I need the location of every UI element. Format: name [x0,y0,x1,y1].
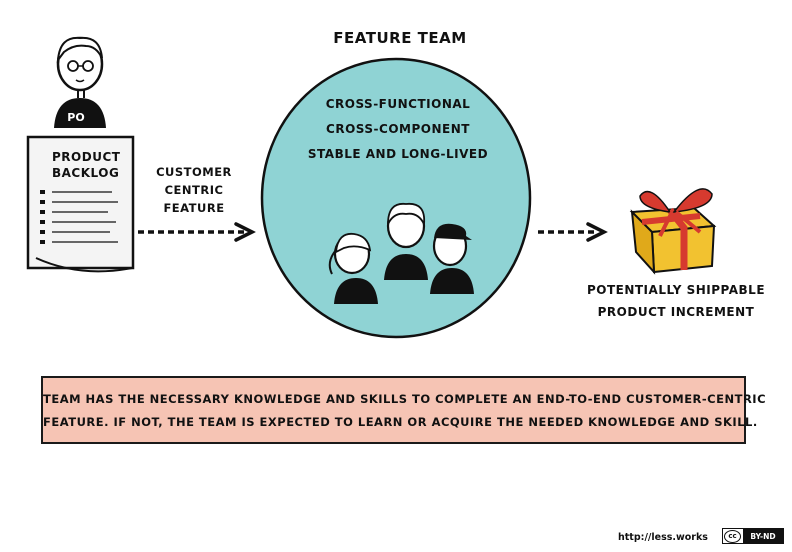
output-dashed-arrow [538,224,604,240]
statement-line: TEAM HAS THE NECESSARY KNOWLEDGE AND SKI… [43,392,748,406]
output-label: POTENTIALLY SHIPPABLE [586,283,766,297]
po-badge: PO [67,111,84,124]
input-feature-label: CUSTOMER [148,165,240,179]
team-attribute: CROSS-FUNCTIONAL [298,97,498,111]
team-attribute: STABLE AND LONG-LIVED [298,147,498,161]
team-attribute: CROSS-COMPONENT [298,122,498,136]
input-feature-label: CENTRIC [148,183,240,197]
diagram-title: FEATURE TEAM [300,29,500,47]
license-text: BY-ND [743,529,783,543]
cc-icon: cc [724,530,741,543]
backlog-label: PRODUCT [52,150,120,164]
statement-box: TEAM HAS THE NECESSARY KNOWLEDGE AND SKI… [41,376,746,444]
footer-url[interactable]: http://less.works [618,532,708,543]
backlog-label: BACKLOG [52,166,119,180]
input-feature-label: FEATURE [148,201,240,215]
statement-line: FEATURE. IF NOT, THE TEAM IS EXPECTED TO… [43,415,748,429]
input-dashed-arrow [138,224,252,240]
gift-icon [632,189,714,272]
license-badge: cc BY-ND [722,528,784,544]
output-label: PRODUCT INCREMENT [586,305,766,319]
